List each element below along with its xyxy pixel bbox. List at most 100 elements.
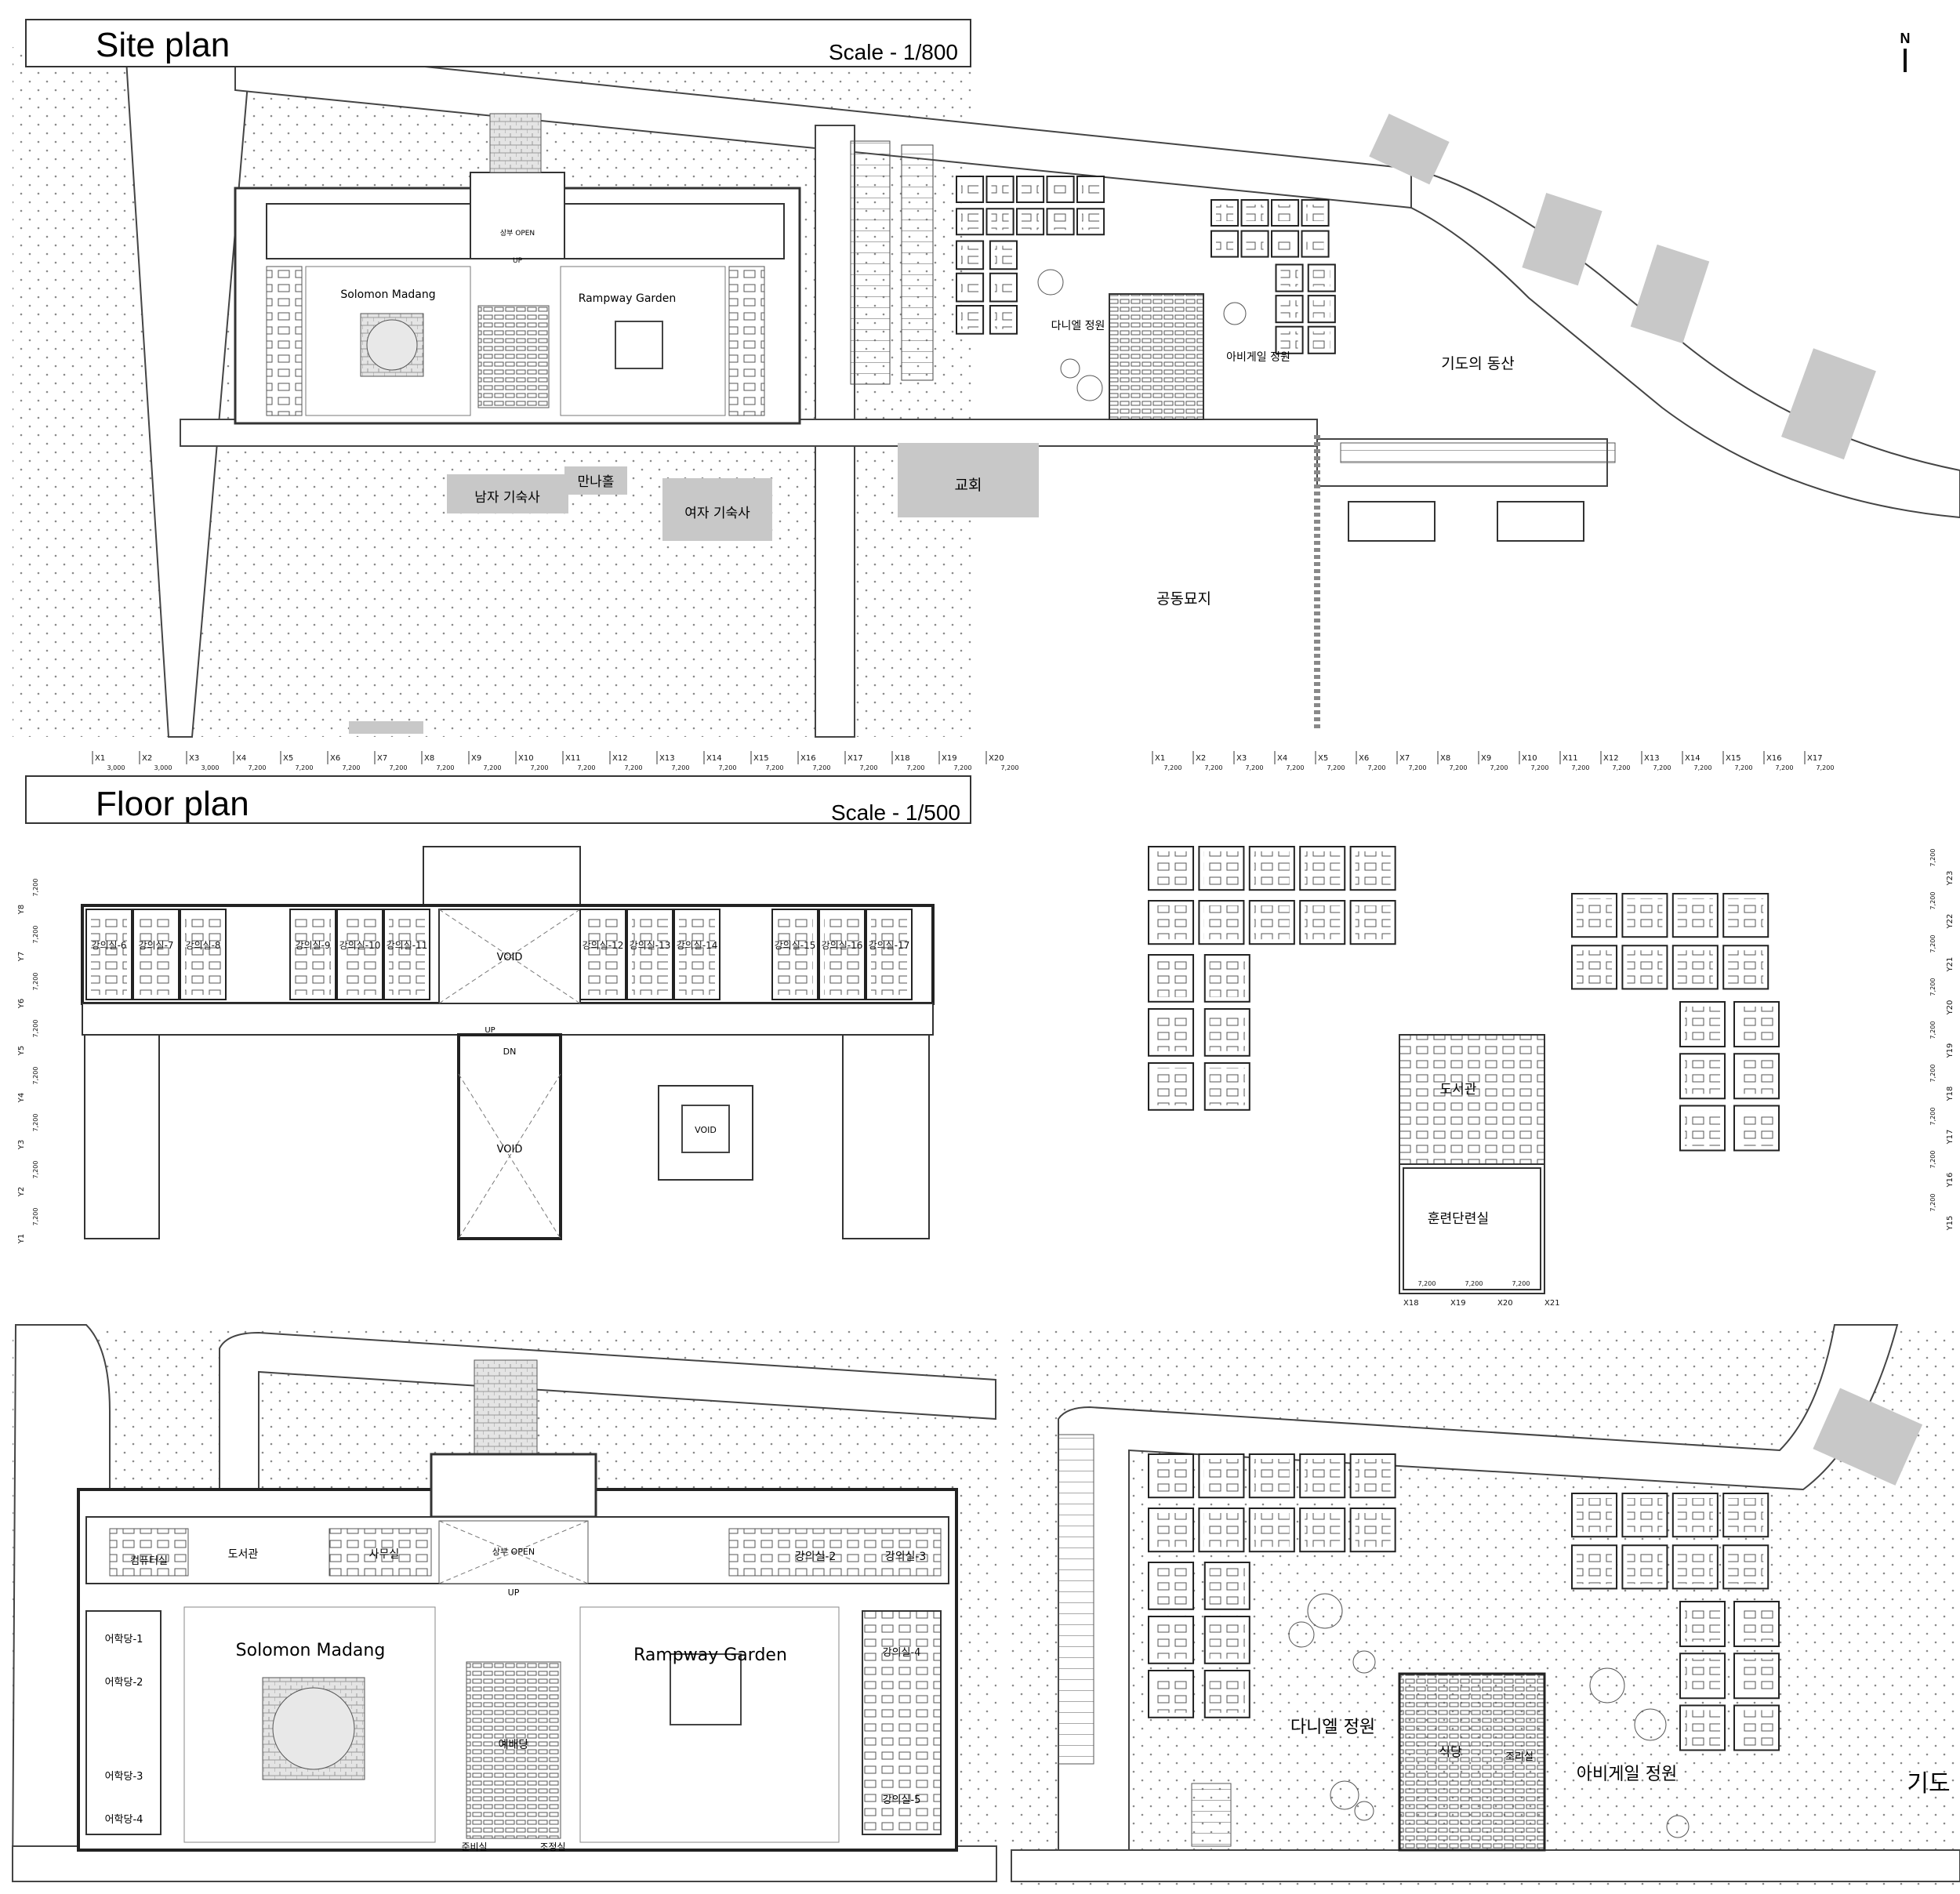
lecture4-label: 강의실-4 [883,1647,921,1659]
dorm-room-furniture [1739,1658,1775,1694]
site-plan-title-bar [25,19,971,67]
grid-dim-label: 7,200 [1929,1021,1936,1040]
dorm-room [956,208,985,236]
grid-dim-label: 7,200 [1490,764,1508,771]
dorm-room-furniture [1051,181,1069,198]
lecture-room-furniture [389,914,425,995]
lecture-room-furniture [824,914,860,995]
grid-dim-label: 3,000 [154,764,172,771]
site-abigail-label: 아비게일 정원 [1226,351,1290,364]
grid-dim-label: 7,200 [1531,764,1549,771]
grid-dim-label: 7,200 [1001,764,1019,771]
detail-daniel-label: 다니엘 정원 [1290,1718,1375,1737]
floor-plan-scale: Scale - 1/500 [831,800,960,825]
grid-dim-label: 7,200 [32,926,39,944]
lecture5-label: 강의실-5 [883,1794,921,1806]
site-plan-title: Site plan [96,26,230,64]
cemetery-label: 공동묘지 [1156,590,1211,608]
site-plan: Solomon Madang Rampway Garden 상부 OPEN UP… [13,19,1960,738]
dorm-room-furniture [1216,205,1234,221]
cafeteria-label: 식당 [1439,1744,1462,1759]
grid-y-label: Y18 [1946,1087,1955,1102]
dorm-room-furniture [1739,1710,1775,1746]
grid-y-label: Y22 [1946,914,1955,930]
prep-room-label: 준비실 [461,1841,487,1852]
office-label: 사무실 [369,1548,400,1561]
lecture-room-label: 강의실-9 [295,940,330,951]
grid-dim-label: 7,200 [1246,764,1264,771]
grid-x-label: X4 [1277,754,1287,763]
grid-y-label: Y2 [17,1187,26,1197]
dorm-room-furniture [1246,205,1264,221]
grid-dim-label: 7,200 [1817,764,1835,771]
site-rampway-label: Rampway Garden [579,292,677,305]
library-room-label: 도서관 [228,1548,259,1561]
detail-rampway-label: Rampway Garden [633,1645,787,1665]
computer-room-label: 컴퓨터실 [130,1555,168,1567]
grid-dim-label: 7,200 [32,973,39,991]
dorm-room-furniture [961,245,979,265]
grid-dim-label: 7,200 [1164,764,1182,771]
grid-x-label: X8 [424,754,434,763]
grid-dim-label: 7,200 [954,764,972,771]
grid-x-label: X11 [1563,754,1578,763]
lecture-room-furniture [777,914,813,995]
lecture3-label: 강의실-3 [885,1551,927,1563]
dorm-room-furniture [1677,1550,1713,1584]
grid-x-label: X18 [895,754,910,763]
up-label: UP [485,1026,495,1035]
dorm-room-furniture [1306,235,1324,252]
lecture2-label: 강의실-2 [795,1551,837,1563]
grid-x-label: X19 [1450,1299,1466,1308]
dorm-room-furniture [1305,851,1341,886]
dorm-room-furniture [1305,905,1341,940]
site-plan-scale: Scale - 1/800 [829,40,958,64]
grid-x-label: X14 [706,754,722,763]
dorm-room-furniture [1153,1014,1189,1051]
dorm-room-furniture [1305,1513,1341,1547]
dorm-room-furniture [1577,1498,1613,1533]
grid-x-label: X15 [753,754,769,763]
dorm-room-furniture [1280,300,1298,318]
dorm-room-furniture [1209,1014,1245,1051]
grid-y-label: Y5 [17,1046,26,1056]
small-void-label: VOID [695,1125,717,1135]
grid-dim-label: 7,200 [1512,1280,1530,1287]
dorm-room-furniture [1209,1621,1245,1659]
grid-dim-label: 7,200 [1929,1065,1936,1083]
grid-dim-label: 7,200 [531,764,549,771]
grid-dim-label: 7,200 [437,764,455,771]
library-label: 도서관 [1440,1082,1477,1098]
grid-y-label: Y4 [17,1093,26,1103]
lecture-room-furniture [295,914,331,995]
dorm-room-furniture [1577,898,1613,933]
grid-x-label: X17 [848,754,863,763]
dorm-room [989,240,1018,270]
grid-x-label: X16 [1766,754,1782,763]
grid-x-label: X18 [1403,1299,1419,1308]
lecture-room-label: 강의실-10 [339,940,381,951]
grid-x-label: X2 [142,754,152,763]
grid-x-label: X5 [283,754,293,763]
north-arrow-label: N [1900,31,1911,46]
dorm-room-furniture [1728,1550,1764,1584]
grid-y-label: Y15 [1946,1216,1955,1232]
grid-x-label: X3 [189,754,199,763]
site-upper-open-label: 상부 OPEN [500,229,535,238]
grid-dim-label: 7,200 [1929,892,1936,910]
dorm-room-furniture [1082,213,1100,230]
grid-x-label: X7 [1399,754,1410,763]
dorm-room-furniture [1728,898,1764,933]
dorm-room [1275,325,1304,354]
grid-x-label: X11 [565,754,581,763]
grid-x-label: X3 [1236,754,1247,763]
grid-x-label: X12 [612,754,628,763]
grid-dim-label: 7,200 [1694,764,1712,771]
grid-dim-label: 3,000 [201,764,220,771]
grid-x-label: X14 [1685,754,1700,763]
lecture-room-furniture [138,914,174,995]
dorm-room-furniture [1685,1058,1721,1094]
grid-x-label: X17 [1807,754,1823,763]
grid-x-left: X13,000X23,000X33,000X47,200X57,200X67,2… [92,751,1019,771]
